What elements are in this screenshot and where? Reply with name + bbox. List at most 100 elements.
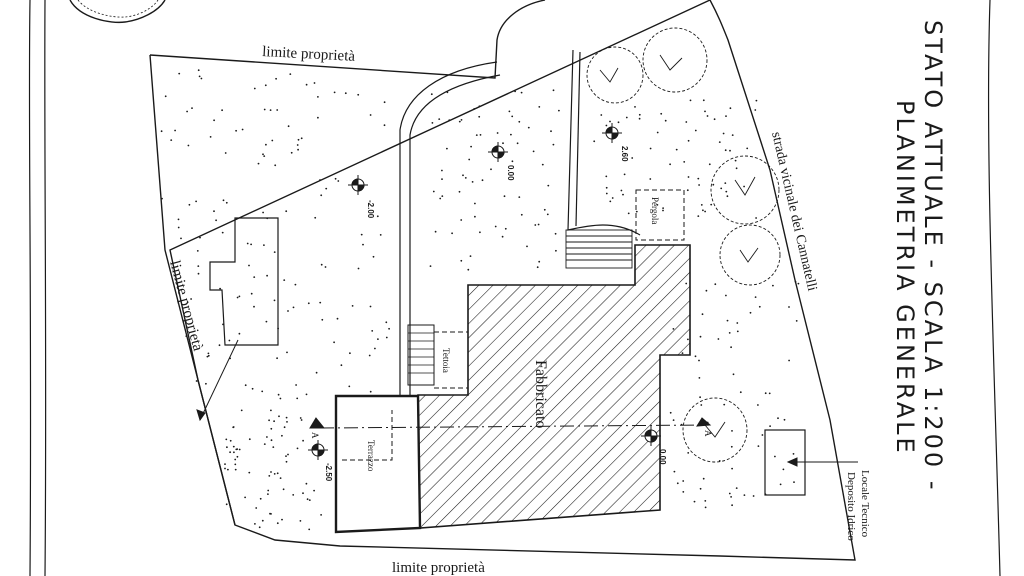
stipple-dot: [270, 439, 273, 442]
stipple-dot: [190, 298, 193, 300]
stipple-dot: [728, 492, 731, 495]
stipple-dot: [196, 250, 199, 252]
stipple-dot: [268, 419, 270, 422]
stipple-dot: [769, 425, 771, 427]
stipple-dot: [253, 87, 256, 90]
canopy-label: Tettoia: [441, 348, 451, 373]
stipple-dot: [236, 296, 239, 299]
stipple-dot: [263, 443, 266, 445]
stipple-dot: [357, 267, 360, 270]
boundary-label-bottom: limite proprietà: [392, 560, 485, 576]
stipple-dot: [241, 128, 244, 131]
stipple-dot: [699, 487, 702, 490]
stipple-dot: [496, 132, 499, 134]
stipple-dot: [232, 445, 235, 448]
stipple-dot: [320, 194, 323, 197]
stipple-dot: [258, 526, 261, 529]
stipple-dot: [224, 152, 227, 154]
stipple-dot: [271, 139, 274, 142]
stipple-dot: [713, 118, 716, 121]
stipple-dot: [177, 226, 180, 229]
stipple-dot: [195, 380, 198, 382]
stipple-dot: [225, 201, 228, 204]
stipple-dot: [229, 451, 232, 454]
stipple-dot: [275, 77, 277, 80]
stipple-dot: [451, 232, 453, 235]
stipple-dot: [265, 143, 267, 146]
stipple-dot: [276, 109, 279, 111]
stipple-dot: [219, 287, 222, 290]
stipple-dot: [694, 129, 697, 132]
stipple-dot: [348, 385, 351, 388]
stipple-dot: [308, 528, 311, 531]
stipple-dot: [501, 235, 504, 238]
stipple-dot: [704, 210, 706, 213]
elevation-marker: [641, 426, 661, 446]
stipple-dot: [315, 371, 318, 374]
stipple-dot: [240, 409, 243, 412]
stipple-dot: [656, 131, 659, 134]
stipple-dot: [178, 72, 181, 75]
stipple-dot: [234, 458, 237, 461]
stipple-dot: [299, 520, 302, 522]
stipple-dot: [227, 468, 229, 471]
stipple-dot: [687, 139, 690, 142]
stipple-dot: [555, 249, 557, 252]
stipple-dot: [764, 493, 767, 496]
stipple-dot: [199, 236, 201, 239]
sheet-title: STATO ATTUALE - SCALA 1:200 -: [919, 20, 947, 493]
stipple-dot: [276, 522, 279, 525]
stipple-dot: [324, 266, 327, 268]
stipple-dot: [473, 108, 476, 110]
stipple-dot: [782, 468, 785, 471]
stipple-dot: [673, 470, 676, 473]
stipple-dot: [649, 178, 652, 180]
garden-stairs: [565, 229, 633, 269]
stipple-dot: [351, 305, 354, 307]
stipple-dot: [285, 210, 288, 213]
stipple-dot: [224, 463, 226, 465]
stipple-dot: [235, 448, 238, 451]
stipple-dot: [467, 268, 470, 271]
stipple-dot: [704, 110, 706, 113]
stipple-dot: [250, 292, 253, 295]
stipple-dot: [336, 317, 339, 320]
stipple-dot: [755, 99, 758, 102]
stipple-dot: [273, 251, 276, 254]
stipple-dot: [518, 120, 521, 123]
stipple-dot: [526, 245, 528, 248]
stipple-dot: [468, 158, 471, 161]
stipple-dot: [538, 260, 541, 263]
stipple-dot: [510, 133, 512, 136]
stipple-dot: [593, 140, 596, 143]
stipple-dot: [317, 116, 319, 119]
stipple-dot: [552, 89, 555, 92]
stipple-dot: [478, 115, 481, 118]
stipple-dot: [752, 495, 755, 497]
stipple-dot: [333, 341, 335, 344]
stipple-dot: [726, 195, 729, 198]
section-line: [309, 417, 712, 429]
stipple-dot: [686, 189, 689, 192]
stipple-dot: [627, 212, 630, 215]
stipple-dot: [235, 129, 238, 132]
stipple-dot: [186, 301, 189, 304]
stipple-dot: [631, 157, 634, 159]
property-boundary-west: [149, 54, 236, 526]
stipple-dot: [746, 147, 749, 150]
stipple-dot: [282, 488, 285, 491]
stipple-dot: [699, 396, 701, 399]
tree-symbols: [586, 27, 781, 463]
elevation-value: 2.60: [620, 146, 629, 162]
stipple-dot: [369, 390, 372, 393]
stipple-dot: [460, 219, 463, 221]
stipple-dot: [272, 446, 275, 448]
stipple-dot: [638, 113, 641, 116]
stipple-dot: [264, 84, 267, 87]
stipple-dot: [714, 283, 717, 286]
stipple-dot: [198, 75, 201, 78]
stipple-dot: [276, 472, 279, 475]
terrace-label: Terrazzo: [366, 440, 376, 472]
stipple-dot: [712, 183, 715, 186]
stipple-dot: [431, 122, 434, 124]
